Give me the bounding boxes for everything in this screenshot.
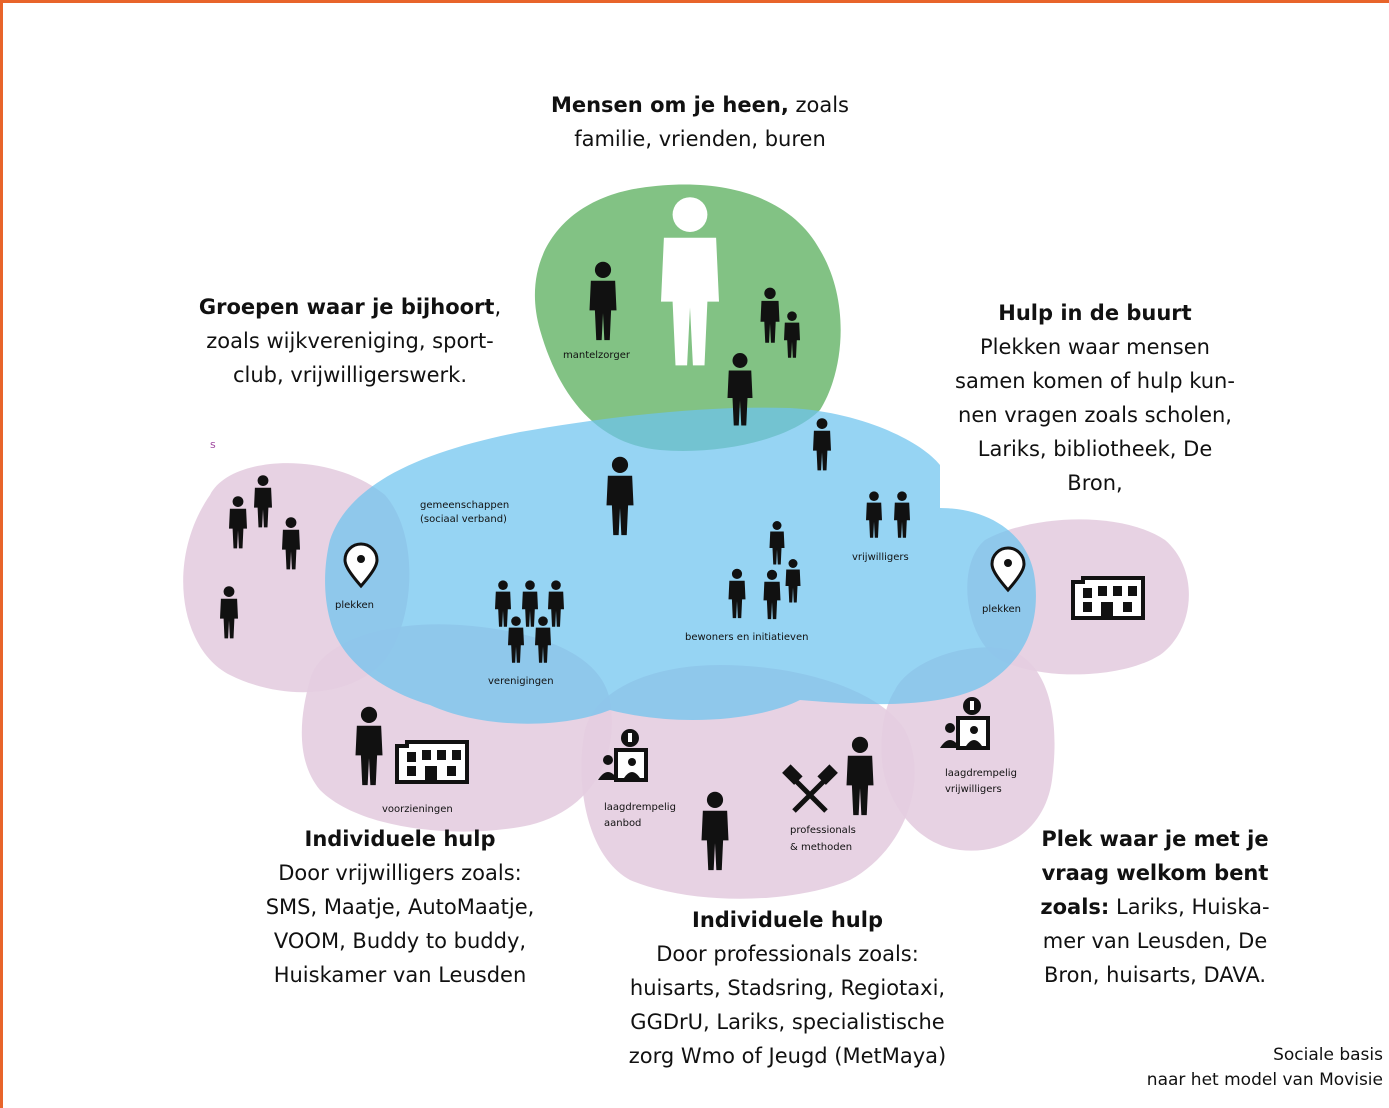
caption-line: Sociale basis: [1273, 1045, 1383, 1065]
text-line: Lariks, Huiska-: [1109, 895, 1270, 919]
heading: Individuele hulp: [692, 908, 883, 932]
text-line: zoals wijkvereniging, sport-: [206, 329, 494, 353]
text-line: VOOM, Buddy to buddy,: [273, 929, 527, 953]
label-professionals: professionals: [790, 825, 856, 836]
label-plekken-right: plekken: [982, 604, 1021, 615]
heading: zoals:: [1040, 895, 1110, 919]
building-icon: [1071, 576, 1145, 620]
text-line: GGDrU, Lariks, specialistische: [630, 1010, 945, 1034]
caption-line: naar het model van Movisie: [1146, 1070, 1383, 1090]
heading: Groepen waar je bijhoort: [198, 295, 495, 319]
label-verenigingen: verenigingen: [488, 676, 554, 687]
text-line: Bron,: [1067, 471, 1123, 495]
heading: Hulp in de buurt: [998, 301, 1192, 325]
heading: vraag welkom bent: [1041, 861, 1269, 885]
text-mensen-om-je-heen: Mensen om je heen, zoals familie, vriend…: [530, 88, 870, 156]
orange-border-left: [0, 0, 3, 1108]
text-line: mer van Leusden, De: [1042, 929, 1268, 953]
label-professionals-2: & methoden: [790, 842, 852, 853]
orange-border-top: [0, 0, 1389, 3]
label-vrijwilligers: vrijwilligers: [852, 552, 909, 563]
text-line: nen vragen zoals scholen,: [958, 403, 1232, 427]
text-line: Huiskamer van Leusden: [273, 963, 527, 987]
label-voorzieningen: voorzieningen: [382, 804, 453, 815]
text-hulp-in-de-buurt: Hulp in de buurt Plekken waar mensen sam…: [930, 296, 1260, 500]
tools-icon: [782, 764, 838, 813]
text-individuele-hulp-vrijwilligers: Individuele hulp Door vrijwilligers zoal…: [230, 822, 570, 992]
label-mantelzorger: mantelzorger: [563, 350, 631, 361]
text-line: zoals: [788, 93, 850, 117]
label-laagdrempelig-aanbod-2: aanbod: [604, 818, 641, 829]
purple-blob-bottom-center: [581, 665, 915, 899]
text-line: Door professionals zoals:: [656, 942, 919, 966]
blue-blob: [325, 407, 1036, 724]
text-line: samen komen of hulp kun-: [955, 369, 1235, 393]
text-line: club, vrijwilligerswerk.: [232, 363, 467, 387]
text-line: Door vrijwilligers zoals:: [278, 861, 522, 885]
text-line: Plekken waar mensen: [980, 335, 1210, 359]
label-laagdrempelig-vrijwilligers: laagdrempelig: [945, 768, 1017, 779]
text-groepen: Groepen waar je bijhoort, zoals wijkvere…: [170, 290, 530, 392]
caption: Sociale basis naar het model van Movisie: [1147, 1043, 1383, 1093]
label-gemeenschappen: gemeenschappen: [420, 500, 509, 511]
text-line: SMS, Maatje, AutoMaatje,: [265, 895, 535, 919]
text-line: Bron, huisarts, DAVA.: [1043, 963, 1267, 987]
building-icon: [395, 740, 469, 784]
label-gemeenschappen-2: (sociaal verband): [420, 514, 507, 525]
stray-mark: s: [210, 438, 216, 451]
label-bewoners: bewoners en initiatieven: [685, 632, 808, 643]
text-line: ,: [494, 295, 502, 319]
text-line: huisarts, Stadsring, Regiotaxi,: [629, 976, 946, 1000]
text-line: Lariks, bibliotheek, De: [977, 437, 1213, 461]
heading: Mensen om je heen,: [550, 93, 789, 117]
label-plekken-left: plekken: [335, 600, 374, 611]
heading: Plek waar je met je: [1041, 827, 1269, 851]
label-laagdrempelig-aanbod: laagdrempelig: [604, 802, 676, 813]
text-line: zorg Wmo of Jeugd (MetMaya): [628, 1044, 947, 1068]
text-plek-welkom: Plek waar je met je vraag welkom bent zo…: [1010, 822, 1300, 992]
heading: Individuele hulp: [304, 827, 496, 851]
label-laagdrempelig-vrijwilligers-2: vrijwilligers: [945, 784, 1002, 795]
text-line: familie, vrienden, buren: [574, 127, 826, 151]
text-individuele-hulp-professionals: Individuele hulp Door professionals zoal…: [600, 903, 975, 1073]
